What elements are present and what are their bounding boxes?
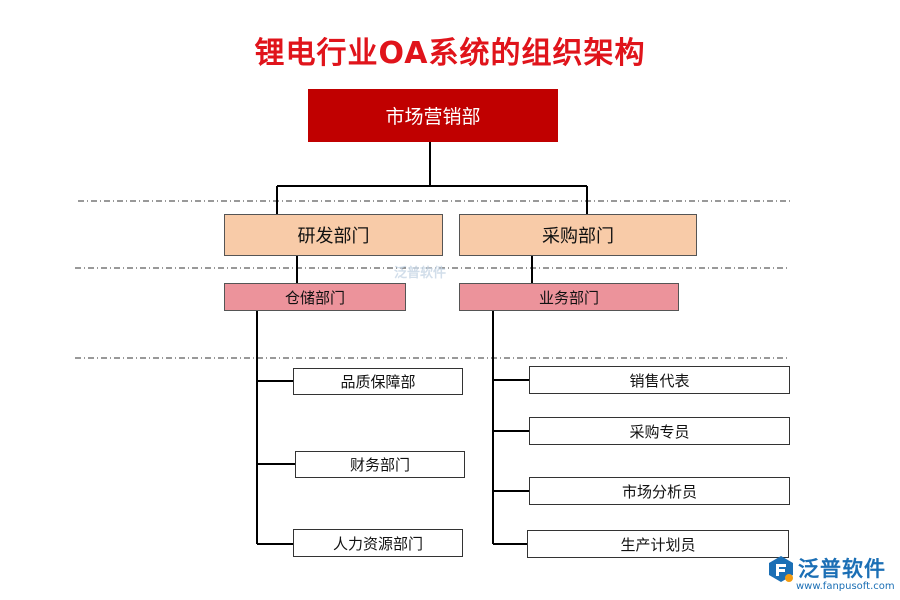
diagram-title: 锂电行业OA系统的组织架构 bbox=[254, 36, 646, 71]
fanpu-logo-icon bbox=[769, 556, 793, 582]
node-production-planner: 生产计划员 bbox=[527, 530, 789, 558]
logo-name: 泛普软件 bbox=[798, 557, 886, 581]
node-sales-rep: 销售代表 bbox=[529, 366, 790, 394]
node-rnd: 研发部门 bbox=[224, 214, 443, 256]
node-quality-assurance: 品质保障部 bbox=[293, 368, 463, 395]
watermark-text: 泛普软件 bbox=[394, 266, 447, 281]
node-purchasing-specialist: 采购专员 bbox=[529, 417, 790, 445]
node-market-analyst: 市场分析员 bbox=[529, 477, 790, 505]
tree-connectors bbox=[256, 142, 588, 545]
node-purchasing: 采购部门 bbox=[459, 214, 697, 256]
node-marketing: 市场营销部 bbox=[308, 89, 558, 142]
logo-url: www.fanpusoft.com bbox=[796, 581, 895, 592]
node-finance: 财务部门 bbox=[295, 451, 465, 478]
node-warehouse: 仓储部门 bbox=[224, 283, 406, 311]
level-separators bbox=[75, 200, 790, 359]
brand-logo: 泛普软件 www.fanpusoft.com bbox=[766, 551, 896, 597]
node-hr: 人力资源部门 bbox=[293, 529, 463, 557]
node-business: 业务部门 bbox=[459, 283, 679, 311]
